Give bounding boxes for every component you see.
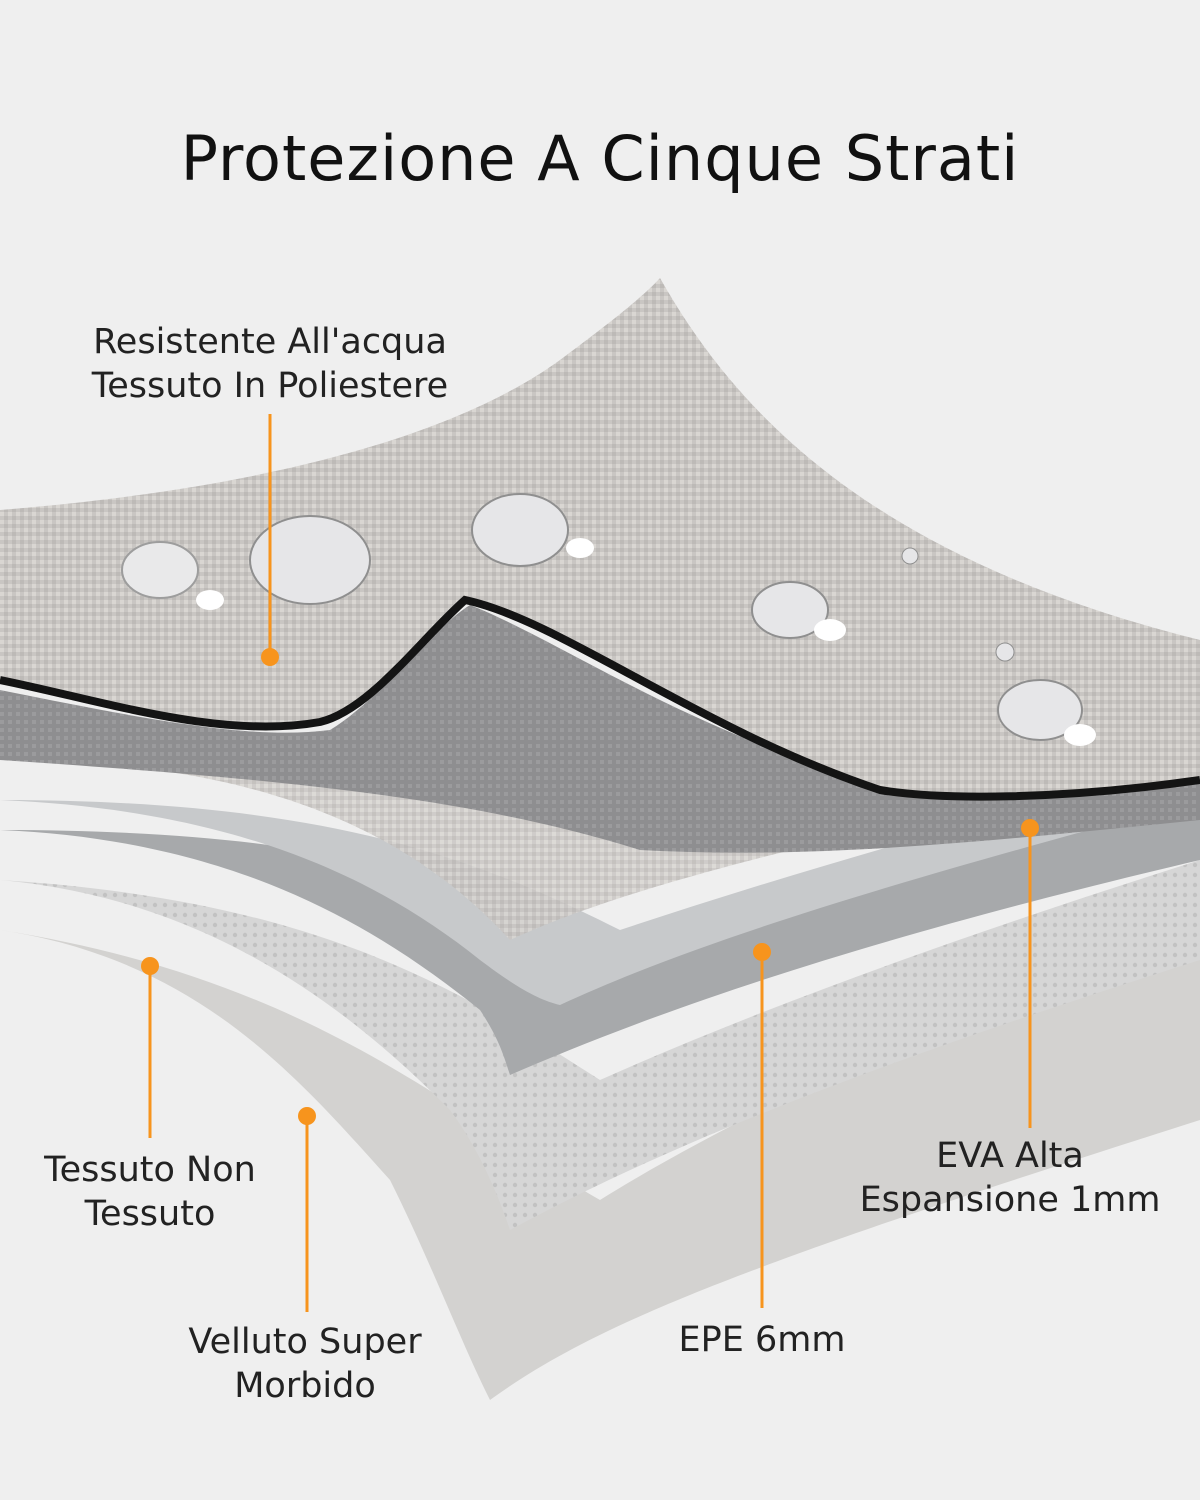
callout-dot [753,943,771,961]
polyester-layer [0,278,1200,797]
label-eva-line1: EVA Alta [936,1136,1084,1176]
label-velvet-line2: Morbido [234,1366,376,1406]
epe-layer-top [0,760,1200,1005]
label-non-woven-line1: Tessuto Non [44,1150,256,1190]
label-polyester-line1: Resistente All'acqua [93,322,447,362]
label-velvet-line1: Velluto Super [188,1322,422,1362]
non-woven-layer [0,860,1200,1230]
fabric-edge-binding [0,595,1200,801]
label-polyester-line2: Tessuto In Poliestere [91,366,449,406]
callout-dot [1021,819,1039,837]
label-non-woven: Tessuto Non Tessuto [10,1148,290,1236]
callout-dot [141,957,159,975]
label-epe-line1: EPE 6mm [678,1320,846,1360]
water-droplets [121,493,1096,746]
label-eva: EVA Alta Espansione 1mm [840,1134,1180,1222]
callout-dot [298,1107,316,1125]
callout-dot [261,648,279,666]
label-polyester: Resistente All'acqua Tessuto In Polieste… [60,320,480,408]
page-title: Protezione A Cinque Strati [180,122,1020,195]
label-epe: EPE 6mm [642,1318,882,1362]
callouts [141,414,1039,1312]
label-non-woven-line2: Tessuto [84,1194,216,1234]
label-eva-line2: Espansione 1mm [859,1180,1161,1220]
velvet-layer [0,900,1200,1400]
label-velvet: Velluto Super Morbido [160,1320,450,1408]
